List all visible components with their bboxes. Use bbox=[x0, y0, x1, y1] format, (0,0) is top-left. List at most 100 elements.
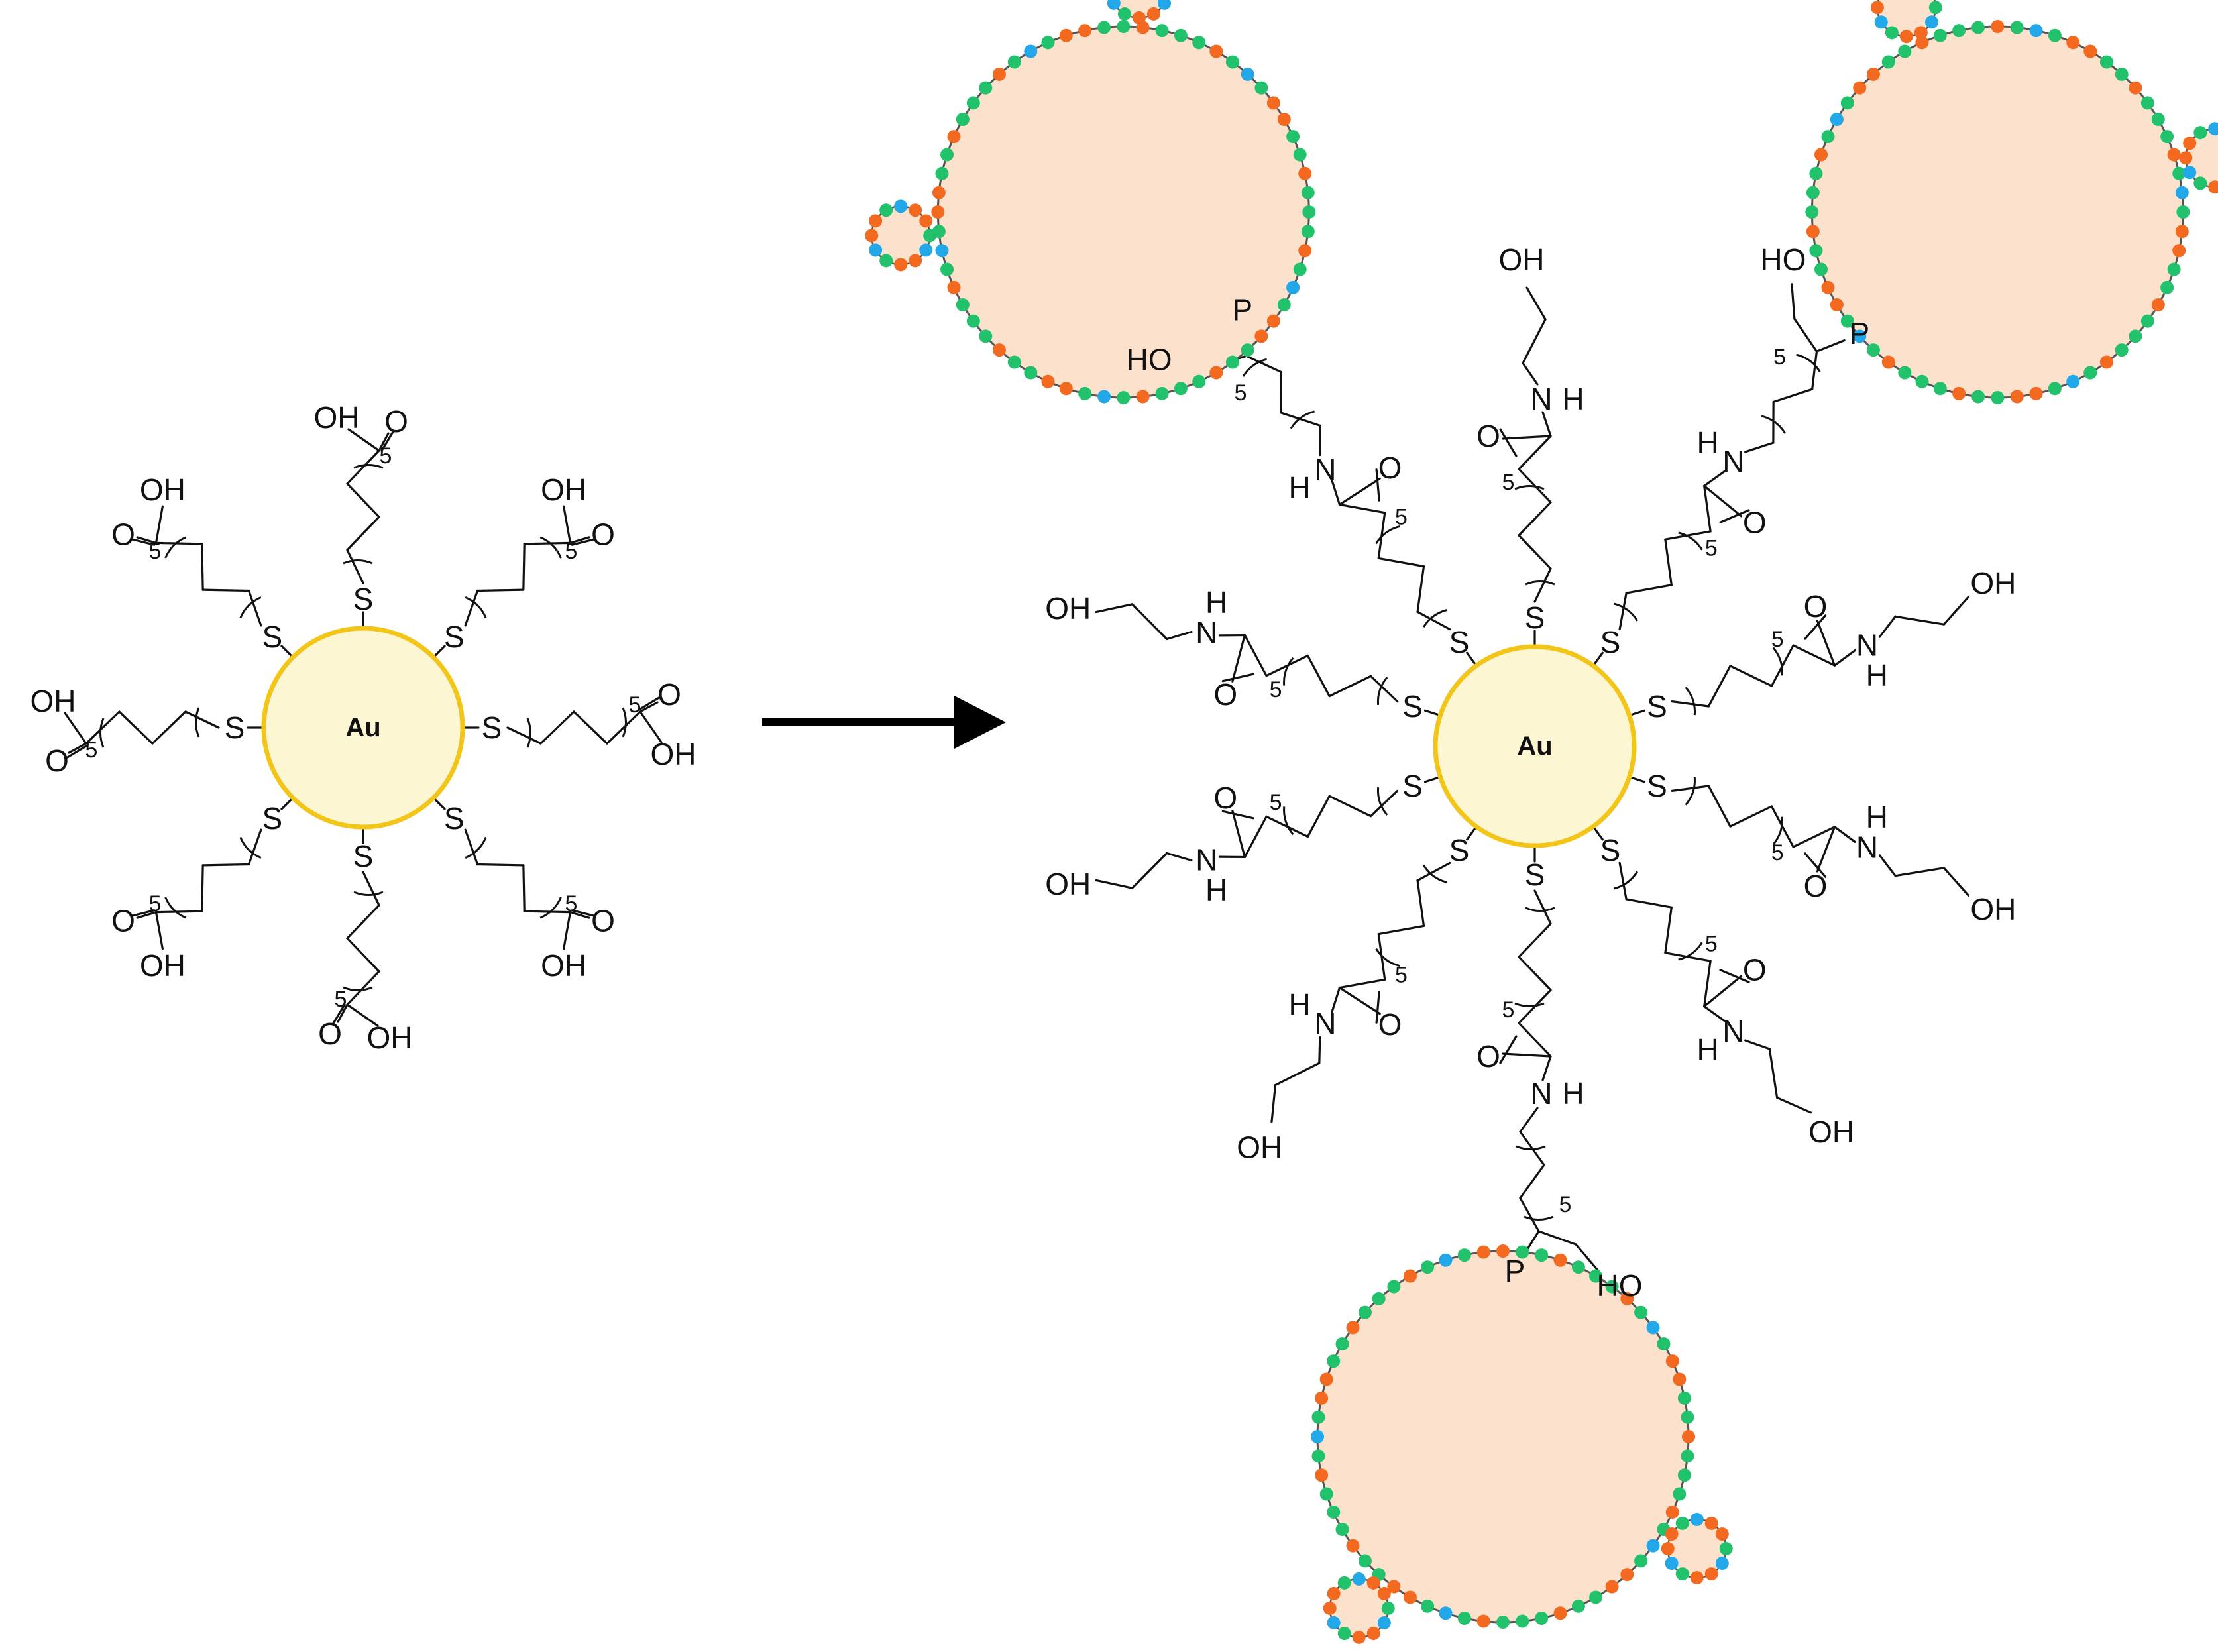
bond bbox=[465, 830, 477, 864]
nucleotide-bead bbox=[1620, 1568, 1634, 1581]
repeat-bracket bbox=[540, 537, 561, 558]
sulfur-atom: S bbox=[1449, 833, 1470, 867]
loop-bead bbox=[1133, 11, 1146, 25]
nucleotide-bead bbox=[1934, 29, 1947, 42]
bond bbox=[1519, 924, 1551, 957]
nucleotide-bead bbox=[1439, 1606, 1452, 1620]
nucleotide-bead bbox=[1971, 21, 1985, 34]
loop-bead bbox=[2193, 176, 2207, 190]
oxygen-atom: O bbox=[591, 518, 615, 552]
repeat-count: 5 bbox=[565, 539, 577, 564]
bond bbox=[1795, 319, 1817, 351]
nucleotide-bead bbox=[1156, 24, 1169, 37]
nucleotide-bead bbox=[1477, 1246, 1490, 1259]
loop-bead bbox=[1665, 1557, 1679, 1570]
nucleotide-bead bbox=[1336, 1523, 1349, 1536]
nucleotide-bead bbox=[1814, 148, 1828, 161]
sulfur-atom: S bbox=[1402, 769, 1423, 803]
nucleotide-bead bbox=[1805, 205, 1818, 219]
nucleotide-bead bbox=[1060, 29, 1073, 42]
nucleotide-bead bbox=[1814, 263, 1828, 276]
hydroxyl-group: OH bbox=[1970, 566, 2016, 600]
nucleotide-bead bbox=[1346, 1539, 1359, 1553]
amide-hydrogen: H bbox=[1866, 800, 1888, 834]
bond bbox=[1520, 1165, 1544, 1198]
repeat-bracket bbox=[623, 708, 626, 737]
nucleotide-bead bbox=[1589, 1590, 1602, 1604]
bond bbox=[1944, 868, 1968, 895]
nucleotide-bead bbox=[1294, 263, 1307, 276]
nucleotide-bead bbox=[1024, 45, 1037, 58]
repeat-count: 5 bbox=[1502, 997, 1515, 1022]
amide-hydrogen: H bbox=[1288, 987, 1310, 1022]
repeat-bracket bbox=[1686, 777, 1695, 805]
loop-bead bbox=[1367, 1627, 1380, 1640]
nucleotide-bead bbox=[1822, 281, 1835, 294]
nucleotide-bead bbox=[2141, 315, 2154, 328]
nucleotide-bead bbox=[1174, 29, 1188, 42]
hydroxyl-group: OH bbox=[1499, 243, 1545, 277]
nucleotide-bead bbox=[1882, 356, 1895, 369]
bond bbox=[347, 905, 379, 938]
bond bbox=[186, 712, 219, 728]
nucleotide-bead bbox=[2160, 130, 2174, 143]
nucleotide-bead bbox=[948, 130, 961, 143]
bond bbox=[1535, 891, 1551, 924]
repeat-count: 5 bbox=[1235, 380, 1247, 406]
bond bbox=[249, 830, 260, 864]
amide-nitrogen: N bbox=[1856, 628, 1878, 663]
nucleotide-bead bbox=[1404, 1270, 1417, 1283]
loop-bead bbox=[894, 199, 907, 213]
nucleotide-bead bbox=[1359, 1554, 1372, 1567]
nucleotide-bead bbox=[1192, 375, 1205, 388]
bond bbox=[1704, 1007, 1725, 1021]
nucleotide-bead bbox=[1867, 68, 1880, 81]
repeat-bracket bbox=[1525, 582, 1555, 585]
amide-nitrogen: N bbox=[1314, 1006, 1336, 1040]
nucleotide-bead bbox=[2176, 186, 2189, 199]
amide-hydrogen: H bbox=[1866, 658, 1888, 692]
nucleotide-bead bbox=[2030, 24, 2043, 37]
bond bbox=[1730, 666, 1771, 686]
oxygen-atom: O bbox=[1804, 589, 1828, 624]
nucleotide-bead bbox=[1809, 167, 1822, 180]
bond bbox=[1704, 486, 1742, 516]
nucleotide-bead bbox=[1830, 298, 1844, 311]
nucleotide-bead bbox=[1024, 366, 1037, 379]
nucleotide-bead bbox=[1681, 1449, 1694, 1462]
loop-bead bbox=[2183, 166, 2196, 179]
bond bbox=[1307, 796, 1329, 836]
hydroxyl-group: OH bbox=[541, 948, 586, 983]
nucleotide-bead bbox=[2100, 356, 2113, 369]
bond bbox=[1672, 786, 1708, 791]
bond bbox=[1329, 676, 1370, 696]
bond bbox=[478, 864, 524, 865]
nucleotide-bead bbox=[1315, 1392, 1328, 1405]
bond bbox=[1519, 1023, 1551, 1056]
repeat-count: 5 bbox=[149, 891, 162, 916]
bond bbox=[1378, 926, 1423, 934]
nucleotide-bead bbox=[1209, 366, 1223, 379]
nucleotide-bead bbox=[2176, 225, 2189, 238]
repeat-count: 5 bbox=[565, 891, 577, 916]
bond bbox=[156, 912, 162, 949]
bond bbox=[1672, 702, 1708, 706]
nucleotide-bead bbox=[979, 82, 992, 95]
bond bbox=[1773, 389, 1812, 402]
bond bbox=[202, 865, 203, 911]
nucleotide-bead bbox=[1041, 375, 1054, 388]
loop-bead bbox=[869, 243, 882, 256]
phosphorus-atom: P bbox=[1232, 293, 1252, 327]
hydroxyl-group: OH bbox=[541, 472, 586, 507]
bond bbox=[1626, 899, 1671, 907]
bond bbox=[1835, 651, 1856, 666]
nucleotide-bead bbox=[1254, 82, 1268, 95]
bond bbox=[1708, 666, 1730, 706]
nucleotide-bead bbox=[993, 68, 1006, 81]
repeat-bracket bbox=[1284, 806, 1294, 834]
nucleotide-bead bbox=[1137, 390, 1150, 403]
nucleotide-bead bbox=[1806, 186, 1820, 199]
hydroxyl-group: OH bbox=[30, 684, 76, 718]
repeat-bracket bbox=[1614, 604, 1637, 621]
nucleotide-bead bbox=[1678, 1468, 1691, 1482]
